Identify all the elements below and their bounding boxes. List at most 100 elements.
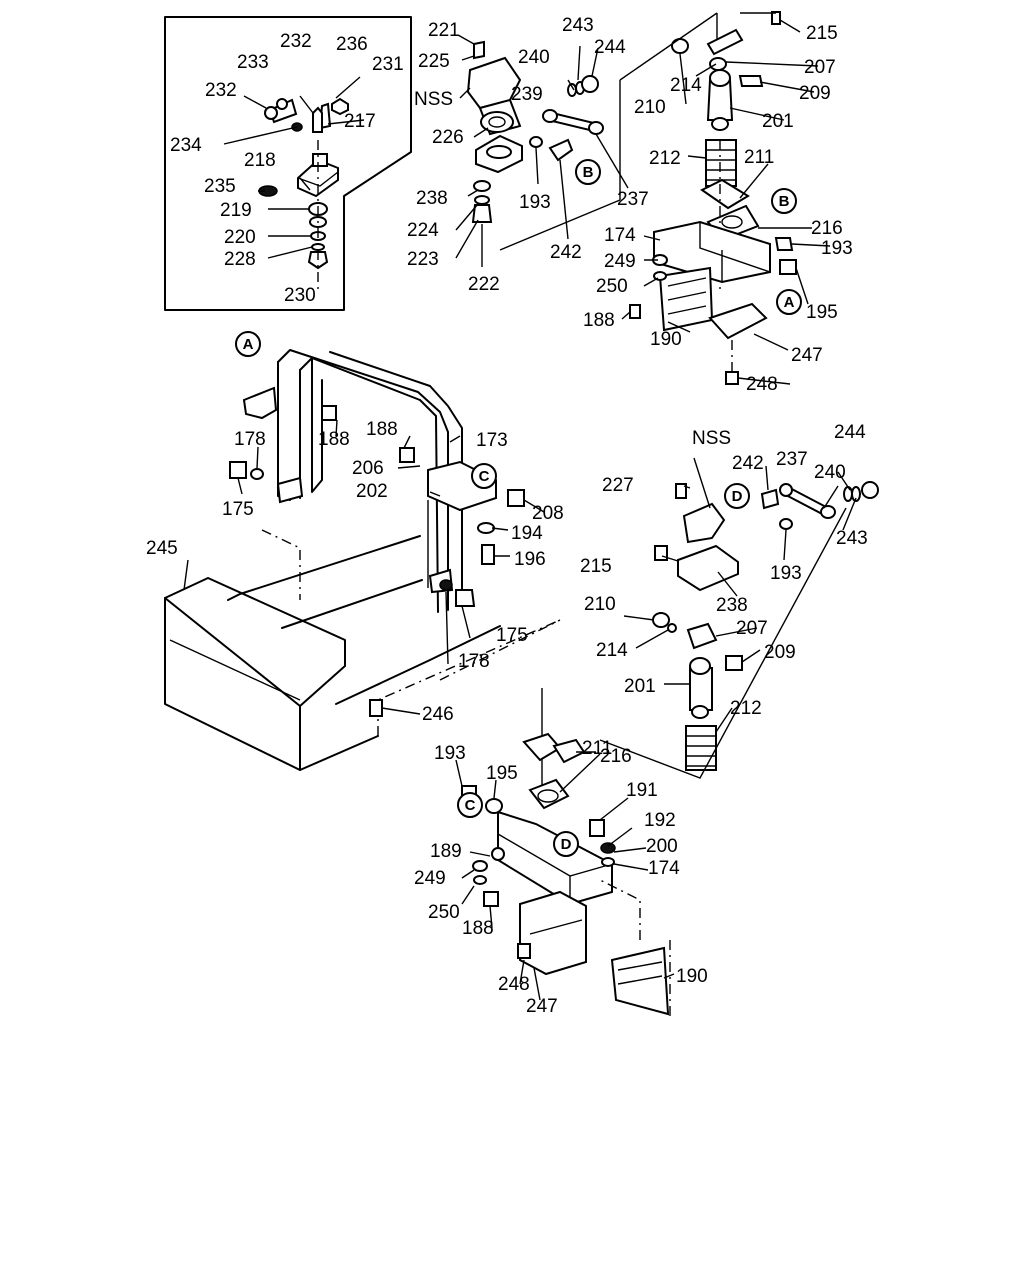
part-label: 247 (526, 996, 558, 1017)
part-label: 240 (518, 47, 550, 68)
part-label: 211 (744, 147, 774, 168)
part-label: 222 (468, 274, 500, 295)
part-label: 202 (356, 481, 388, 502)
part-label: 238 (416, 188, 448, 209)
part-label: 193 (434, 743, 466, 764)
part-label: 238 (716, 595, 748, 616)
part-label: 243 (562, 15, 594, 36)
part-label: 236 (336, 34, 368, 55)
part-label: 195 (806, 302, 838, 323)
part-label: 237 (776, 449, 808, 470)
part-label: 193 (519, 192, 551, 213)
callout-d-1: D (724, 483, 750, 509)
part-label: 240 (814, 462, 846, 483)
labels-inset: 232 233 236 232 231 217 234 218 235 219 … (170, 31, 404, 306)
part-label: 195 (486, 763, 518, 784)
svg-text:B: B (779, 193, 790, 210)
part-label: 178 (458, 651, 490, 672)
callout-circles: A B B A C D C D (235, 159, 802, 857)
part-label: NSS (414, 89, 453, 110)
part-label: 218 (244, 150, 276, 171)
upper-right-bracket (629, 220, 797, 385)
part-label: 188 (583, 310, 615, 331)
part-label: 217 (344, 111, 376, 132)
part-label: 188 (366, 419, 398, 440)
svg-text:C: C (479, 468, 490, 485)
part-label: 242 (732, 453, 764, 474)
part-label: 243 (836, 528, 868, 549)
part-label: 235 (204, 176, 236, 197)
part-label: 248 (746, 374, 778, 395)
callout-a-2: A (776, 289, 802, 315)
right-mount-assembly (599, 481, 879, 779)
part-label: 175 (222, 499, 254, 520)
part-label: 210 (634, 97, 666, 118)
labels-right: NSS 244 242 237 240 227 243 215 193 238 … (580, 422, 868, 719)
part-label: 226 (432, 127, 464, 148)
part-label: 223 (407, 249, 439, 270)
part-label: 193 (821, 238, 853, 259)
part-label: 174 (604, 225, 636, 246)
part-label: 219 (220, 200, 252, 221)
part-label: 188 (318, 429, 350, 450)
part-label: 178 (234, 429, 266, 450)
part-label: 249 (604, 251, 636, 272)
part-label: 246 (422, 704, 454, 725)
callout-c-1: C (471, 463, 497, 489)
part-label: 193 (770, 563, 802, 584)
part-label: 211 (582, 738, 612, 759)
part-label: 175 (496, 625, 528, 646)
part-label: 215 (806, 23, 838, 44)
part-label: 201 (762, 111, 794, 132)
part-label: 196 (514, 549, 546, 570)
part-label: 237 (617, 189, 649, 210)
part-label: 207 (804, 57, 836, 78)
part-label: 188 (462, 918, 494, 939)
part-label: 250 (596, 276, 628, 297)
part-label: 214 (596, 640, 628, 661)
part-label: 227 (602, 475, 634, 496)
part-label: 232 (205, 80, 237, 101)
part-label: 233 (237, 52, 269, 73)
part-label: 209 (799, 83, 831, 104)
part-label: NSS (692, 428, 731, 449)
part-label: 212 (730, 698, 762, 719)
upper-shock-assembly (619, 11, 781, 290)
part-label: 216 (600, 746, 632, 767)
part-label: 189 (430, 841, 462, 862)
part-label: 206 (352, 458, 384, 479)
part-label: 191 (626, 780, 658, 801)
part-label: 215 (580, 556, 612, 577)
part-label: 228 (224, 249, 256, 270)
part-label: 194 (511, 523, 543, 544)
part-label: 214 (670, 75, 702, 96)
cab-frame (164, 349, 561, 771)
part-label: 224 (407, 220, 439, 241)
part-label: 209 (764, 642, 796, 663)
part-label: 247 (791, 345, 823, 366)
part-label: 174 (648, 858, 680, 879)
part-label: 248 (498, 974, 530, 995)
part-label: 221 (428, 20, 460, 41)
svg-text:A: A (243, 336, 254, 353)
part-label: 249 (414, 868, 446, 889)
svg-text:C: C (465, 797, 476, 814)
part-label: 225 (418, 51, 450, 72)
callout-d-2: D (553, 831, 579, 857)
part-label: 210 (584, 594, 616, 615)
svg-text:D: D (732, 488, 743, 505)
part-label: 245 (146, 538, 178, 559)
part-label: 190 (676, 966, 708, 987)
part-label: 242 (550, 242, 582, 263)
callout-b-2: B (771, 188, 797, 214)
part-label: 234 (170, 135, 202, 156)
part-label: 208 (532, 503, 564, 524)
part-label: 212 (649, 148, 681, 169)
callout-b-1: B (575, 159, 601, 185)
part-label: 244 (594, 37, 626, 58)
part-label: 200 (646, 836, 678, 857)
callout-c-2: C (457, 792, 483, 818)
part-label: 190 (650, 329, 682, 350)
part-label: 201 (624, 676, 656, 697)
